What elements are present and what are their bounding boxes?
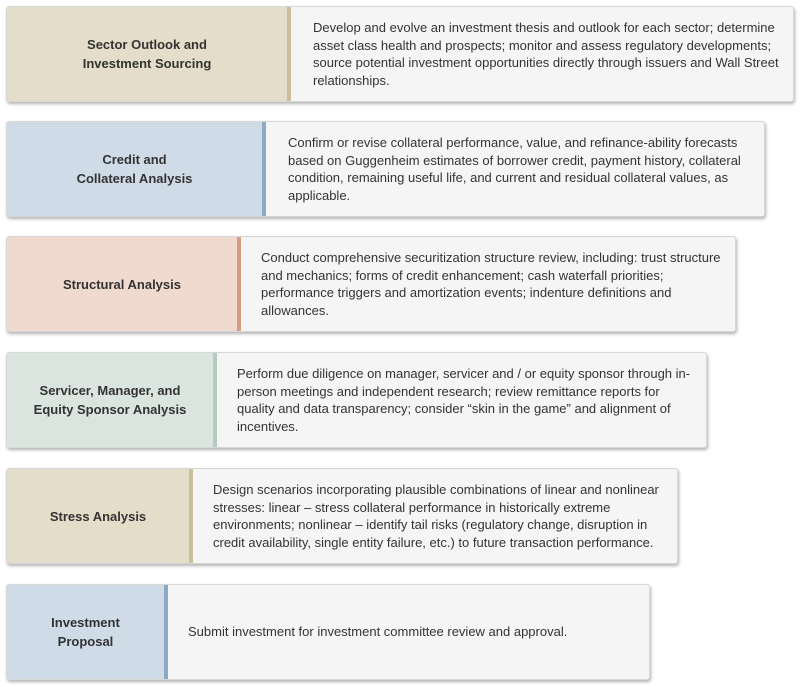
step-accent-bar: [189, 469, 193, 563]
step-label-line: Credit and: [102, 152, 167, 167]
step-label-line: Collateral Analysis: [76, 171, 193, 186]
step-label-line: Proposal: [57, 634, 114, 649]
step-label: Credit and Collateral Analysis: [7, 122, 262, 216]
step-description: Design scenarios incorporating plausible…: [193, 469, 677, 563]
step-label-line: Sector Outlook and: [87, 37, 207, 52]
step-label: Sector Outlook and Investment Sourcing: [7, 7, 287, 101]
step-description: Conduct comprehensive securitization str…: [241, 237, 735, 331]
step-description: Submit investment for investment committ…: [168, 585, 649, 679]
step-label-line: Stress Analysis: [49, 508, 147, 524]
step-description-text: Design scenarios incorporating plausible…: [213, 482, 659, 550]
step-investment-proposal: Investment Proposal Submit investment fo…: [6, 584, 650, 680]
step-accent-bar: [237, 237, 241, 331]
step-label-line: Structural Analysis: [62, 276, 181, 292]
step-label: Investment Proposal: [7, 585, 164, 679]
step-description-text: Submit investment for investment committ…: [188, 624, 568, 640]
step-description-text: Conduct comprehensive securitization str…: [261, 250, 721, 318]
step-description: Perform due diligence on manager, servic…: [217, 353, 706, 447]
step-label: Servicer, Manager, and Equity Sponsor An…: [7, 353, 213, 447]
step-description-text: Perform due diligence on manager, servic…: [237, 366, 691, 434]
step-accent-bar: [164, 585, 168, 679]
step-sector-outlook: Sector Outlook and Investment Sourcing D…: [6, 6, 794, 102]
step-label-line: Servicer, Manager, and: [39, 383, 181, 398]
step-accent-bar: [262, 122, 266, 216]
step-credit-collateral: Credit and Collateral Analysis Confirm o…: [6, 121, 765, 217]
step-description: Develop and evolve an investment thesis …: [291, 7, 793, 101]
step-accent-bar: [287, 7, 291, 101]
step-stress-analysis: Stress Analysis Design scenarios incorpo…: [6, 468, 678, 564]
step-label-line: Investment Sourcing: [82, 56, 212, 71]
step-description-text: Confirm or revise collateral performance…: [288, 135, 741, 203]
step-description-text: Develop and evolve an investment thesis …: [313, 20, 779, 88]
step-description: Confirm or revise collateral performance…: [266, 122, 764, 216]
step-label: Stress Analysis: [7, 469, 189, 563]
step-label-line: Investment: [51, 615, 120, 630]
step-label: Structural Analysis: [7, 237, 237, 331]
step-servicer-manager-sponsor: Servicer, Manager, and Equity Sponsor An…: [6, 352, 707, 448]
step-accent-bar: [213, 353, 217, 447]
step-structural-analysis: Structural Analysis Conduct comprehensiv…: [6, 236, 736, 332]
step-label-line: Equity Sponsor Analysis: [33, 402, 187, 417]
